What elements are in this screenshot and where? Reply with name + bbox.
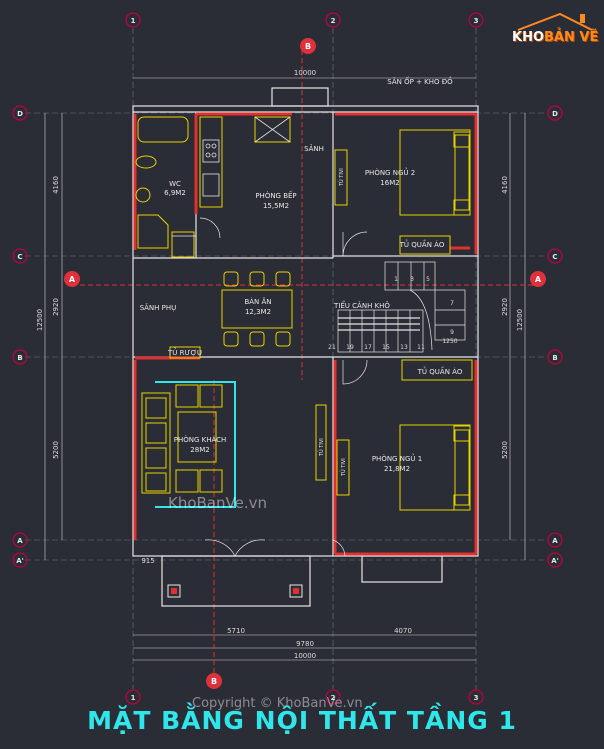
grid-lines <box>25 28 545 690</box>
section-mark-b-top: B <box>305 42 311 51</box>
dim-left-c-b: 2920 <box>52 298 60 316</box>
door-swings <box>172 217 368 557</box>
grid-label-a2-left: A' <box>16 557 24 565</box>
room-area-wc: 6,9M2 <box>164 189 186 197</box>
dim-left-b-a: 5200 <box>52 441 60 459</box>
section-mark-a-left: A <box>69 275 76 284</box>
furniture <box>135 116 473 511</box>
grid-label-a-right: A <box>552 537 558 545</box>
section-mark-b-bottom: B <box>211 677 217 686</box>
stair-step: 9 <box>450 329 454 336</box>
logo-text-b: BẢN VẼ <box>544 30 599 45</box>
dimension-texts: 10000 5710 4070 9780 10000 915 4160 2920… <box>36 69 524 660</box>
grid-label-1-top: 1 <box>131 17 136 25</box>
porch-columns <box>167 584 303 598</box>
tv-label-bed2: TỦ TIVI <box>337 168 345 187</box>
stair-numbers: 1 3 5 7 9 21 19 17 15 13 11 1250 <box>328 276 458 351</box>
tv-label-living: TỦ TIVI <box>317 438 325 457</box>
room-area-bed1: 21,8M2 <box>384 465 410 473</box>
stair-step: 7 <box>450 300 454 307</box>
room-label-hall: SẢNH <box>304 144 324 153</box>
grid-label-c-left: C <box>17 253 22 261</box>
dim-bottom-right: 4070 <box>394 627 412 635</box>
room-label-living: PHÒNG KHÁCH <box>174 435 227 444</box>
dim-bottom-sum: 9780 <box>296 640 314 648</box>
stair-step: 3 <box>410 276 414 283</box>
dim-right-total: 12500 <box>516 309 524 331</box>
room-label-wc: WC <box>169 180 181 188</box>
dim-right-b-a: 5200 <box>501 441 509 459</box>
watermark-copyright: Copyright © KhoBanVe.vn <box>192 696 363 711</box>
dim-right-d-c: 4160 <box>501 176 509 194</box>
grid-label-b-left: B <box>17 354 22 362</box>
watermark-center: KhoBanVe.vn <box>168 494 267 512</box>
stair-step: 15 <box>382 344 390 351</box>
room-label-landscape: TIỂU CẢNH KHÔ <box>333 300 390 310</box>
room-label-hall-back: SẢNH PHỤ <box>140 303 177 312</box>
living-rug <box>155 381 236 508</box>
stair-step: 17 <box>364 344 372 351</box>
grid-label-2-top: 2 <box>331 17 336 25</box>
room-area-bed2: 16M2 <box>380 179 399 187</box>
grid-label-3-bottom: 3 <box>474 694 479 702</box>
grid-label-3-top: 3 <box>474 17 479 25</box>
grid-label-2-bottom: 2 <box>331 694 336 702</box>
logo-text-a: KHO <box>512 30 545 45</box>
stair-step: 13 <box>400 344 408 351</box>
dim-top-total: 10000 <box>294 69 316 77</box>
tv-label-bed1: TỦ TIVI <box>339 458 347 477</box>
grid-bubble-labels: 1 2 3 1 2 3 D C B A A' D C B A A' <box>16 17 559 702</box>
stair-step: 21 <box>328 344 336 351</box>
dim-left-d-c: 4160 <box>52 176 60 194</box>
wall-hatch <box>133 112 478 556</box>
room-area-kitchen: 15,5M2 <box>263 202 289 210</box>
stair-step: 19 <box>346 344 354 351</box>
grid-label-d-right: D <box>552 110 558 118</box>
room-area-dining: 12,3M2 <box>245 308 271 316</box>
stair-step: 1 <box>394 276 398 283</box>
drawing-title: MẶT BẰNG NỘI THẤT TẦNG 1 <box>87 706 517 735</box>
logo: KHOBẢN VẼ <box>512 30 598 45</box>
room-label-bed1: PHÒNG NGỦ 1 <box>372 453 422 463</box>
grid-label-1-bottom: 1 <box>131 694 136 702</box>
dim-bottom-left: 5710 <box>227 627 245 635</box>
top-note: SÂN ỐP + KHO ĐỒ <box>387 76 453 86</box>
staircase <box>337 261 466 353</box>
room-label-wardrobe2: TỦ QUẦN ÁO <box>399 239 445 249</box>
dim-small-a: 915 <box>141 557 154 565</box>
grid-label-c-right: C <box>552 253 557 261</box>
stair-step: 11 <box>417 344 425 351</box>
room-label-kitchen: PHÒNG BẾP <box>255 190 296 200</box>
stair-step: 5 <box>426 276 430 283</box>
room-label-bed2: PHÒNG NGỦ 2 <box>365 167 415 177</box>
dim-bottom-total: 10000 <box>294 652 316 660</box>
section-markers: A A B B <box>64 38 546 689</box>
logo-roof <box>517 12 593 31</box>
kitchen-appliances <box>202 116 291 197</box>
room-labels: WC 6,9M2 PHÒNG BẾP 15,5M2 SẢNH PHÒNG NGỦ… <box>140 76 463 473</box>
room-label-dining: BÀN ĂN <box>244 297 271 306</box>
grid-label-a2-right: A' <box>551 557 559 565</box>
grid-label-d-left: D <box>17 110 23 118</box>
grid-bubbles <box>12 12 563 705</box>
dimension-lines <box>44 77 526 661</box>
dim-left-total: 12500 <box>36 309 44 331</box>
stair-width: 1250 <box>442 338 457 345</box>
grid-label-b-right: B <box>552 354 557 362</box>
room-label-wardrobe1: TỦ QUẦN ÁO <box>417 366 463 376</box>
tv-labels: TỦ TIVI TỦ TIVI TỦ TIVI <box>317 168 347 477</box>
room-area-living: 28M2 <box>190 446 209 454</box>
landscape-hatch <box>338 317 420 331</box>
section-mark-a-right: A <box>535 275 542 284</box>
room-label-wine: TỦ RƯỢU <box>167 347 202 357</box>
dim-right-c-b: 2920 <box>501 298 509 316</box>
grid-label-a-left: A <box>17 537 23 545</box>
section-lines <box>72 50 538 678</box>
